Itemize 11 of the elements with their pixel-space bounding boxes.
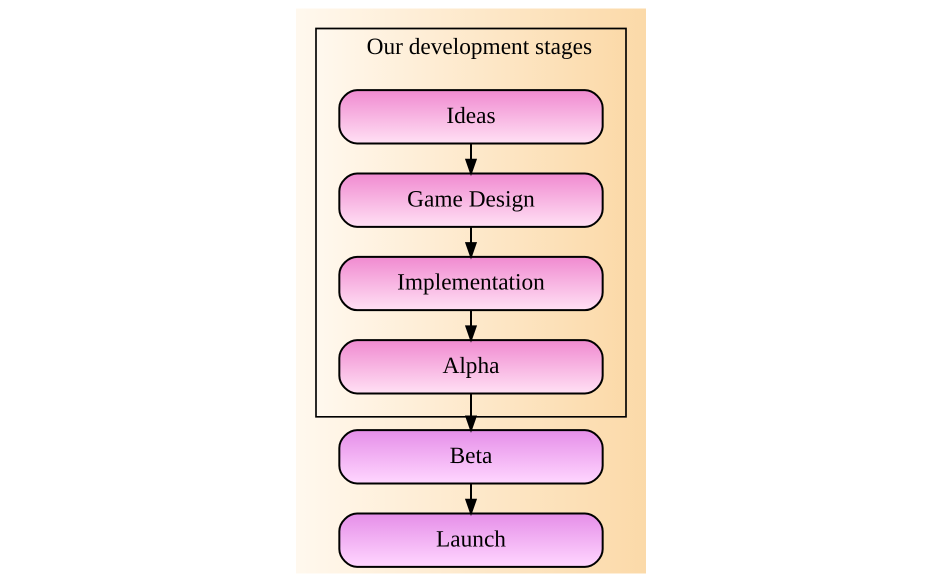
node-box: Game Design [338,172,604,228]
arrow [464,227,477,260]
arrow [464,484,477,516]
arrow [464,144,477,176]
node-box: Implementation [338,256,604,312]
node-box: Ideas [338,89,604,144]
arrow [464,394,477,433]
node-box: Beta [338,429,604,484]
node-box: Alpha [338,339,604,394]
node-box: Launch [338,512,604,568]
arrow [464,310,477,343]
